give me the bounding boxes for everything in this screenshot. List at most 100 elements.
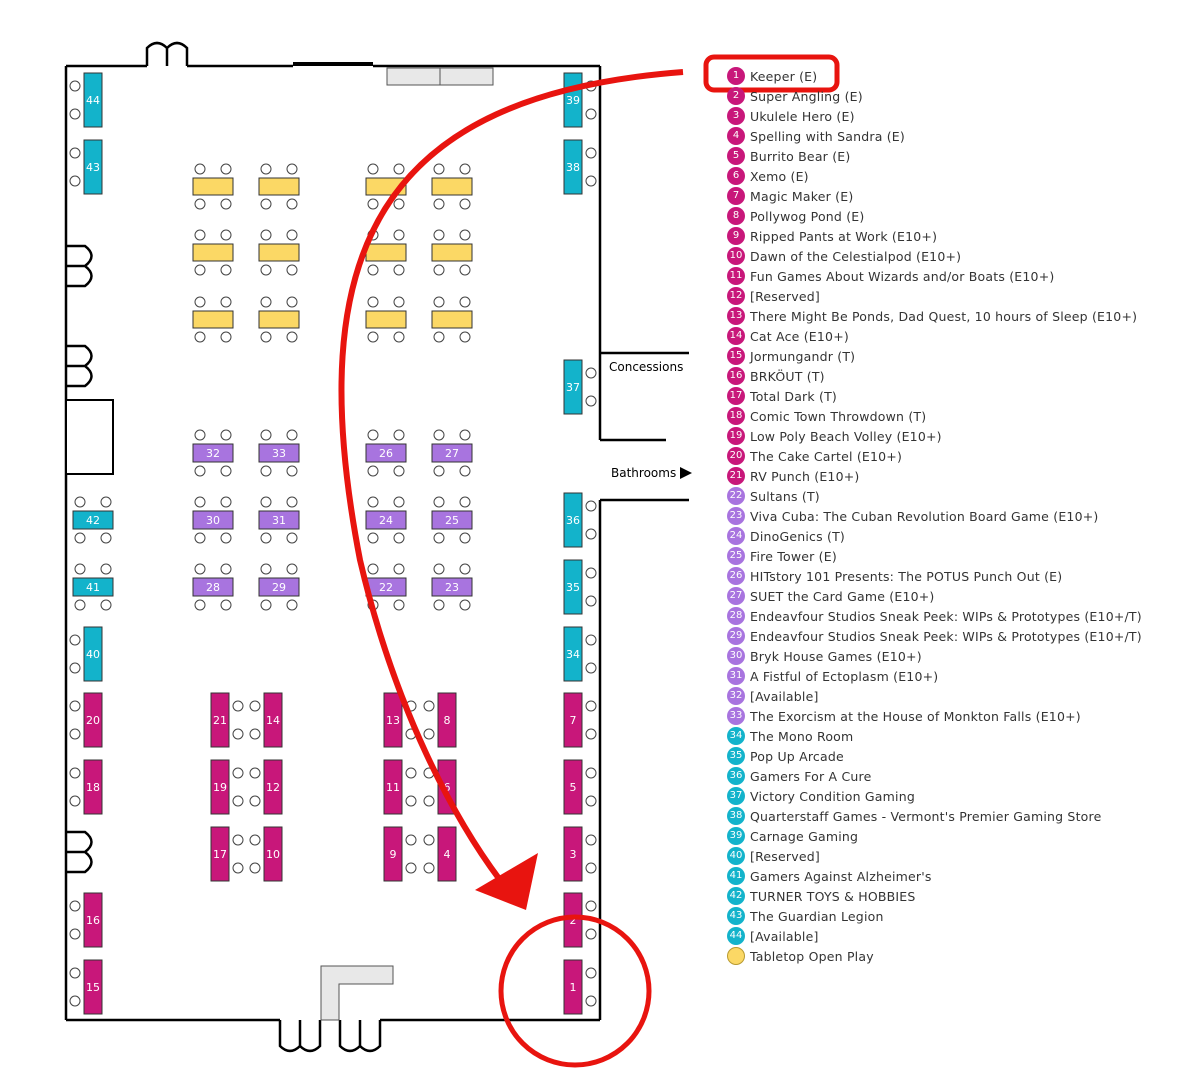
booth-table xyxy=(365,510,407,530)
booth-39[interactable]: 39 xyxy=(563,72,583,128)
booth-32[interactable]: 32 xyxy=(192,443,234,463)
booth-28[interactable]: 28 xyxy=(192,577,234,597)
booth-30[interactable]: 30 xyxy=(192,510,234,530)
booth-26[interactable]: 26 xyxy=(365,443,407,463)
booth-10[interactable]: 10 xyxy=(263,826,283,882)
booth-number: 9 xyxy=(390,848,397,861)
booth-1[interactable]: 1 xyxy=(563,959,583,1015)
booth-8[interactable]: 8 xyxy=(437,692,457,748)
chair xyxy=(249,862,261,874)
chair xyxy=(249,795,261,807)
chair xyxy=(220,496,232,508)
booth-22[interactable]: 22 xyxy=(365,577,407,597)
chair xyxy=(459,264,471,276)
booth-34[interactable]: 34 xyxy=(563,626,583,682)
open-play-table[interactable] xyxy=(258,177,300,196)
annotation-circle xyxy=(498,914,652,1068)
legend-label: Fire Tower (E) xyxy=(750,548,837,564)
booth-17[interactable]: 17 xyxy=(210,826,230,882)
legend-badge: 5 xyxy=(727,147,745,165)
legend-label: Cat Ace (E10+) xyxy=(750,328,849,344)
chair xyxy=(393,599,405,611)
booth-27[interactable]: 27 xyxy=(431,443,473,463)
booth-18[interactable]: 18 xyxy=(83,759,103,815)
booth-35[interactable]: 35 xyxy=(563,559,583,615)
booth-37[interactable]: 37 xyxy=(563,359,583,415)
booth-24[interactable]: 24 xyxy=(365,510,407,530)
booth-table xyxy=(563,359,583,415)
booth-number: 22 xyxy=(379,581,393,594)
booth-41[interactable]: 41 xyxy=(72,577,114,597)
booth-2[interactable]: 2 xyxy=(563,892,583,948)
open-play-table[interactable] xyxy=(431,177,473,196)
legend-label: [Available] xyxy=(750,928,819,944)
booth-15[interactable]: 15 xyxy=(83,959,103,1015)
open-play-table[interactable] xyxy=(431,243,473,262)
booth-3[interactable]: 3 xyxy=(563,826,583,882)
legend-badge: 14 xyxy=(727,327,745,345)
chair xyxy=(220,229,232,241)
booth-5[interactable]: 5 xyxy=(563,759,583,815)
open-play-table[interactable] xyxy=(365,243,407,262)
door-left-2 xyxy=(66,344,93,388)
open-play-table[interactable] xyxy=(192,310,234,329)
booth-33[interactable]: 33 xyxy=(258,443,300,463)
booth-38[interactable]: 38 xyxy=(563,139,583,195)
booth-16[interactable]: 16 xyxy=(83,892,103,948)
booth-21[interactable]: 21 xyxy=(210,692,230,748)
booth-40[interactable]: 40 xyxy=(83,626,103,682)
legend-badge: 19 xyxy=(727,427,745,445)
open-play-table[interactable] xyxy=(365,310,407,329)
booth-table xyxy=(83,759,103,815)
booth-19[interactable]: 19 xyxy=(210,759,230,815)
booth-25[interactable]: 25 xyxy=(431,510,473,530)
open-play-table[interactable] xyxy=(258,310,300,329)
bottom-counter xyxy=(320,965,394,1021)
chair xyxy=(260,198,272,210)
booth-20[interactable]: 20 xyxy=(83,692,103,748)
open-play-table[interactable] xyxy=(192,243,234,262)
booth-number: 43 xyxy=(86,161,100,174)
chair xyxy=(367,429,379,441)
booth-36[interactable]: 36 xyxy=(563,492,583,548)
booths-layer: 4443393837363534753214241402018161521191… xyxy=(72,72,583,1015)
legend-badge: 33 xyxy=(727,707,745,725)
legend-badge: 38 xyxy=(727,807,745,825)
open-play-table[interactable] xyxy=(431,310,473,329)
booth-number: 41 xyxy=(86,581,100,594)
booth-12[interactable]: 12 xyxy=(263,759,283,815)
booth-table xyxy=(210,692,230,748)
booth-number: 25 xyxy=(445,514,459,527)
booth-23[interactable]: 23 xyxy=(431,577,473,597)
chair xyxy=(260,264,272,276)
booth-9[interactable]: 9 xyxy=(383,826,403,882)
open-play-table[interactable] xyxy=(192,177,234,196)
booth-42[interactable]: 42 xyxy=(72,510,114,530)
booth-13[interactable]: 13 xyxy=(383,692,403,748)
booth-31[interactable]: 31 xyxy=(258,510,300,530)
booth-11[interactable]: 11 xyxy=(383,759,403,815)
chair xyxy=(194,163,206,175)
booth-44[interactable]: 44 xyxy=(83,72,103,128)
chair xyxy=(367,331,379,343)
chair xyxy=(69,80,81,92)
chair xyxy=(393,496,405,508)
left-wall-alcove xyxy=(65,399,114,475)
legend-badge: 18 xyxy=(727,407,745,425)
chair xyxy=(585,567,597,579)
booth-7[interactable]: 7 xyxy=(563,692,583,748)
door-bottom-1 xyxy=(278,1020,322,1053)
legend-badge: 21 xyxy=(727,467,745,485)
open-play-table[interactable] xyxy=(258,243,300,262)
legend-label: DinoGenics (T) xyxy=(750,528,845,544)
booth-14[interactable]: 14 xyxy=(263,692,283,748)
booth-table xyxy=(563,826,583,882)
legend-label: The Exorcism at the House of Monkton Fal… xyxy=(750,708,1081,724)
booth-43[interactable]: 43 xyxy=(83,139,103,195)
booth-29[interactable]: 29 xyxy=(258,577,300,597)
booth-4[interactable]: 4 xyxy=(437,826,457,882)
